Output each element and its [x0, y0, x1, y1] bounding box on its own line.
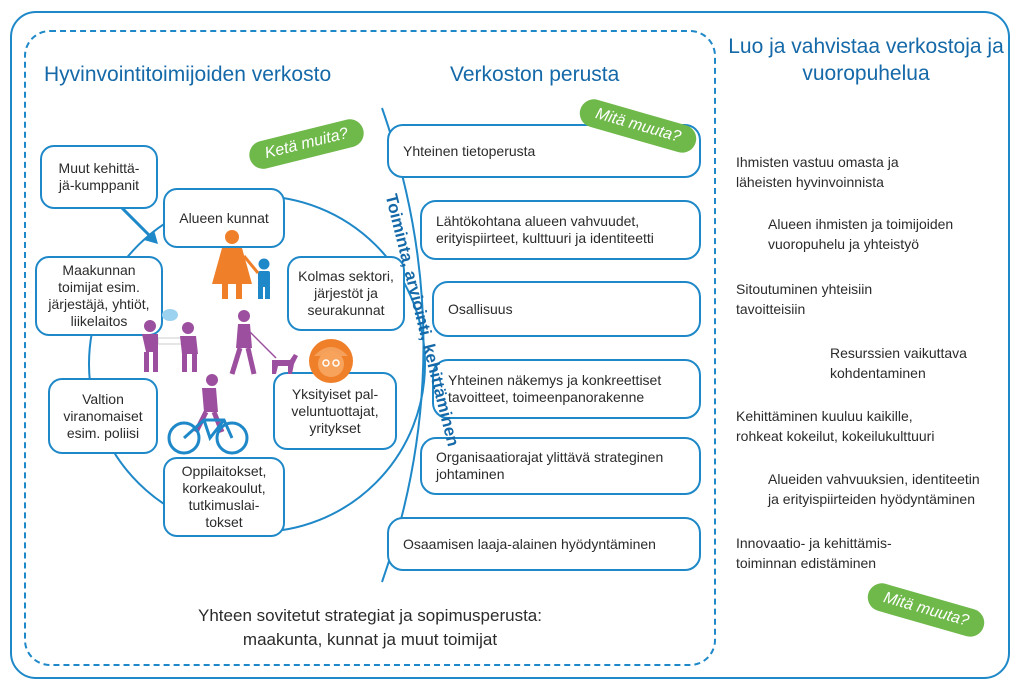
network-title: Hyvinvointitoimijoiden verkosto: [44, 63, 332, 86]
right-title: Luo ja vahvistaa verkostoja ja vuoropuhe…: [728, 35, 1004, 85]
inner-dashed-frame: [24, 30, 716, 666]
senior-face-icon: [309, 339, 353, 383]
right-item: Ihmisten vastuu omasta ja läheisten hyvi…: [736, 154, 899, 190]
dog-walker-icon: [229, 310, 298, 375]
node-region: Maakunnan toimijat esim. järjestäjä, yht…: [35, 256, 163, 336]
right-item: Innovaatio- ja kehittämis- toiminnan edi…: [736, 535, 892, 571]
right-item: Kehittäminen kuuluu kaikille, rohkeat ko…: [736, 408, 935, 444]
foundation-item: Organisaatiorajat ylittävä strateginen j…: [420, 437, 701, 495]
foundation-item: Lähtökohtana alueen vahvuudet, erityispi…: [420, 200, 701, 260]
foundation-item: Osaamisen laaja-alainen hyödyntäminen: [387, 517, 701, 571]
right-item: Sitoutuminen yhteisiin tavoitteisiin: [736, 281, 873, 317]
node-education: Oppilaitokset, korkeakoulut, tutkimuslai…: [163, 457, 285, 537]
right-item: Resurssien vaikuttava kohdentaminen: [830, 345, 967, 381]
node-municipalities: Alueen kunnat: [163, 188, 285, 248]
people-on-bench-icon: [142, 309, 198, 372]
outer-frame: [10, 11, 1010, 679]
foundation-item: Osallisuus: [432, 281, 701, 337]
family-icon: [212, 230, 270, 299]
node-state: Valtion viranomaiset esim. poliisi: [48, 378, 158, 454]
right-item: Alueiden vahvuuksien, identiteetin ja er…: [768, 471, 980, 507]
node-third-sector: Kolmas sektori, järjestöt ja seurakunnat: [287, 256, 405, 331]
foundation-title: Verkoston perusta: [450, 63, 620, 86]
foundation-item: Yhteinen näkemys ja konkreettiset tavoit…: [432, 359, 701, 419]
cyclist-icon: [167, 374, 249, 455]
right-item: Alueen ihmisten ja toimijoiden vuoropuhe…: [768, 216, 954, 252]
node-partners: Muut kehittä- jä-kumppanit: [40, 145, 158, 209]
bottom-strategy-text: Yhteen sovitetut strategiat ja sopimuspe…: [198, 606, 542, 649]
